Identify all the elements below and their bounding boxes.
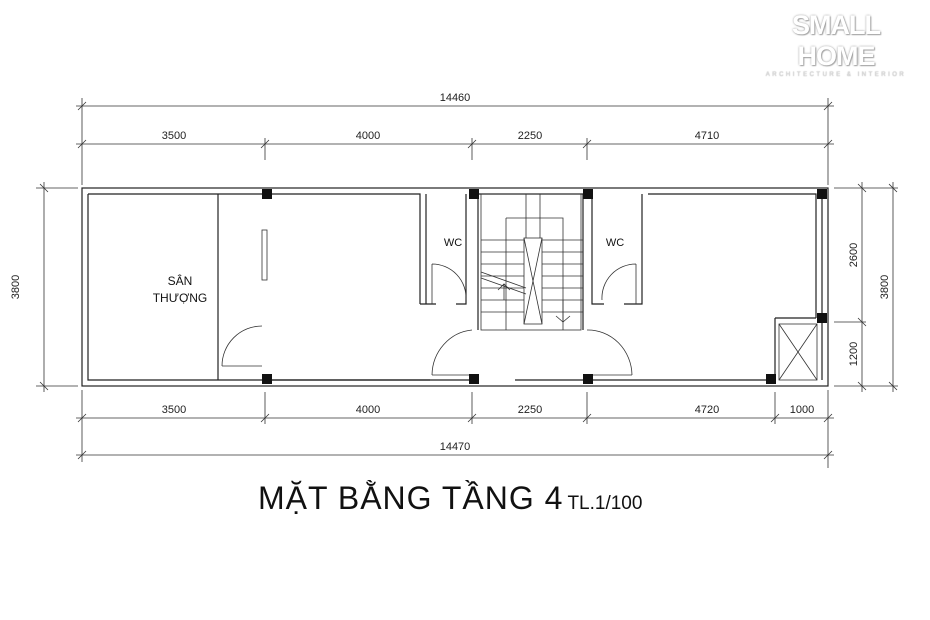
shaft xyxy=(778,323,818,381)
room-label-wc-right: WC xyxy=(606,237,624,249)
logo-name: SMALL HOME xyxy=(792,10,881,71)
dim-bottom-2: 4000 xyxy=(356,404,380,416)
dim-bottom-3: 2250 xyxy=(518,404,542,416)
title-scale: TL.1/100 xyxy=(567,493,643,514)
dim-bottom-4: 4720 xyxy=(695,404,719,416)
dim-bottom-total: 14470 xyxy=(440,441,471,453)
dim-top-4: 4710 xyxy=(695,130,719,142)
door-stair-left xyxy=(431,329,473,376)
door-stair-right xyxy=(586,329,633,376)
dim-right-2: 1200 xyxy=(848,342,860,366)
dim-top-total: 14460 xyxy=(440,92,471,104)
dim-top-1: 3500 xyxy=(162,130,186,142)
room-label-terrace-1: SÂN xyxy=(168,273,193,288)
dim-left-total: 3800 xyxy=(10,275,22,299)
doors xyxy=(221,263,637,376)
logo: SMALL HOME ARCHITECTURE & INTERIOR xyxy=(752,10,920,78)
door-wc-right xyxy=(601,263,637,304)
down-arrow-icon xyxy=(555,300,571,323)
walls xyxy=(81,187,829,387)
columns xyxy=(262,189,827,384)
dim-bottom-5: 1000 xyxy=(790,404,814,416)
logo-tagline: ARCHITECTURE & INTERIOR xyxy=(765,72,907,78)
dim-top-2: 4000 xyxy=(356,130,380,142)
staircase xyxy=(480,193,583,331)
dim-right-1: 2600 xyxy=(848,243,860,267)
dim-top-3: 2250 xyxy=(518,130,542,142)
window-left xyxy=(261,229,268,281)
room-label-terrace-2: THƯỢNG xyxy=(153,291,208,305)
door-wc-left xyxy=(431,263,467,304)
dim-bottom-1: 3500 xyxy=(162,404,186,416)
door-terrace xyxy=(221,325,263,367)
dimension-lines xyxy=(36,98,898,468)
title-main: MẶT BẰNG TẦNG 4 xyxy=(258,480,564,516)
up-arrow-icon xyxy=(497,283,511,300)
dim-right-total: 3800 xyxy=(879,275,891,299)
room-label-wc-left: WC xyxy=(444,237,462,249)
